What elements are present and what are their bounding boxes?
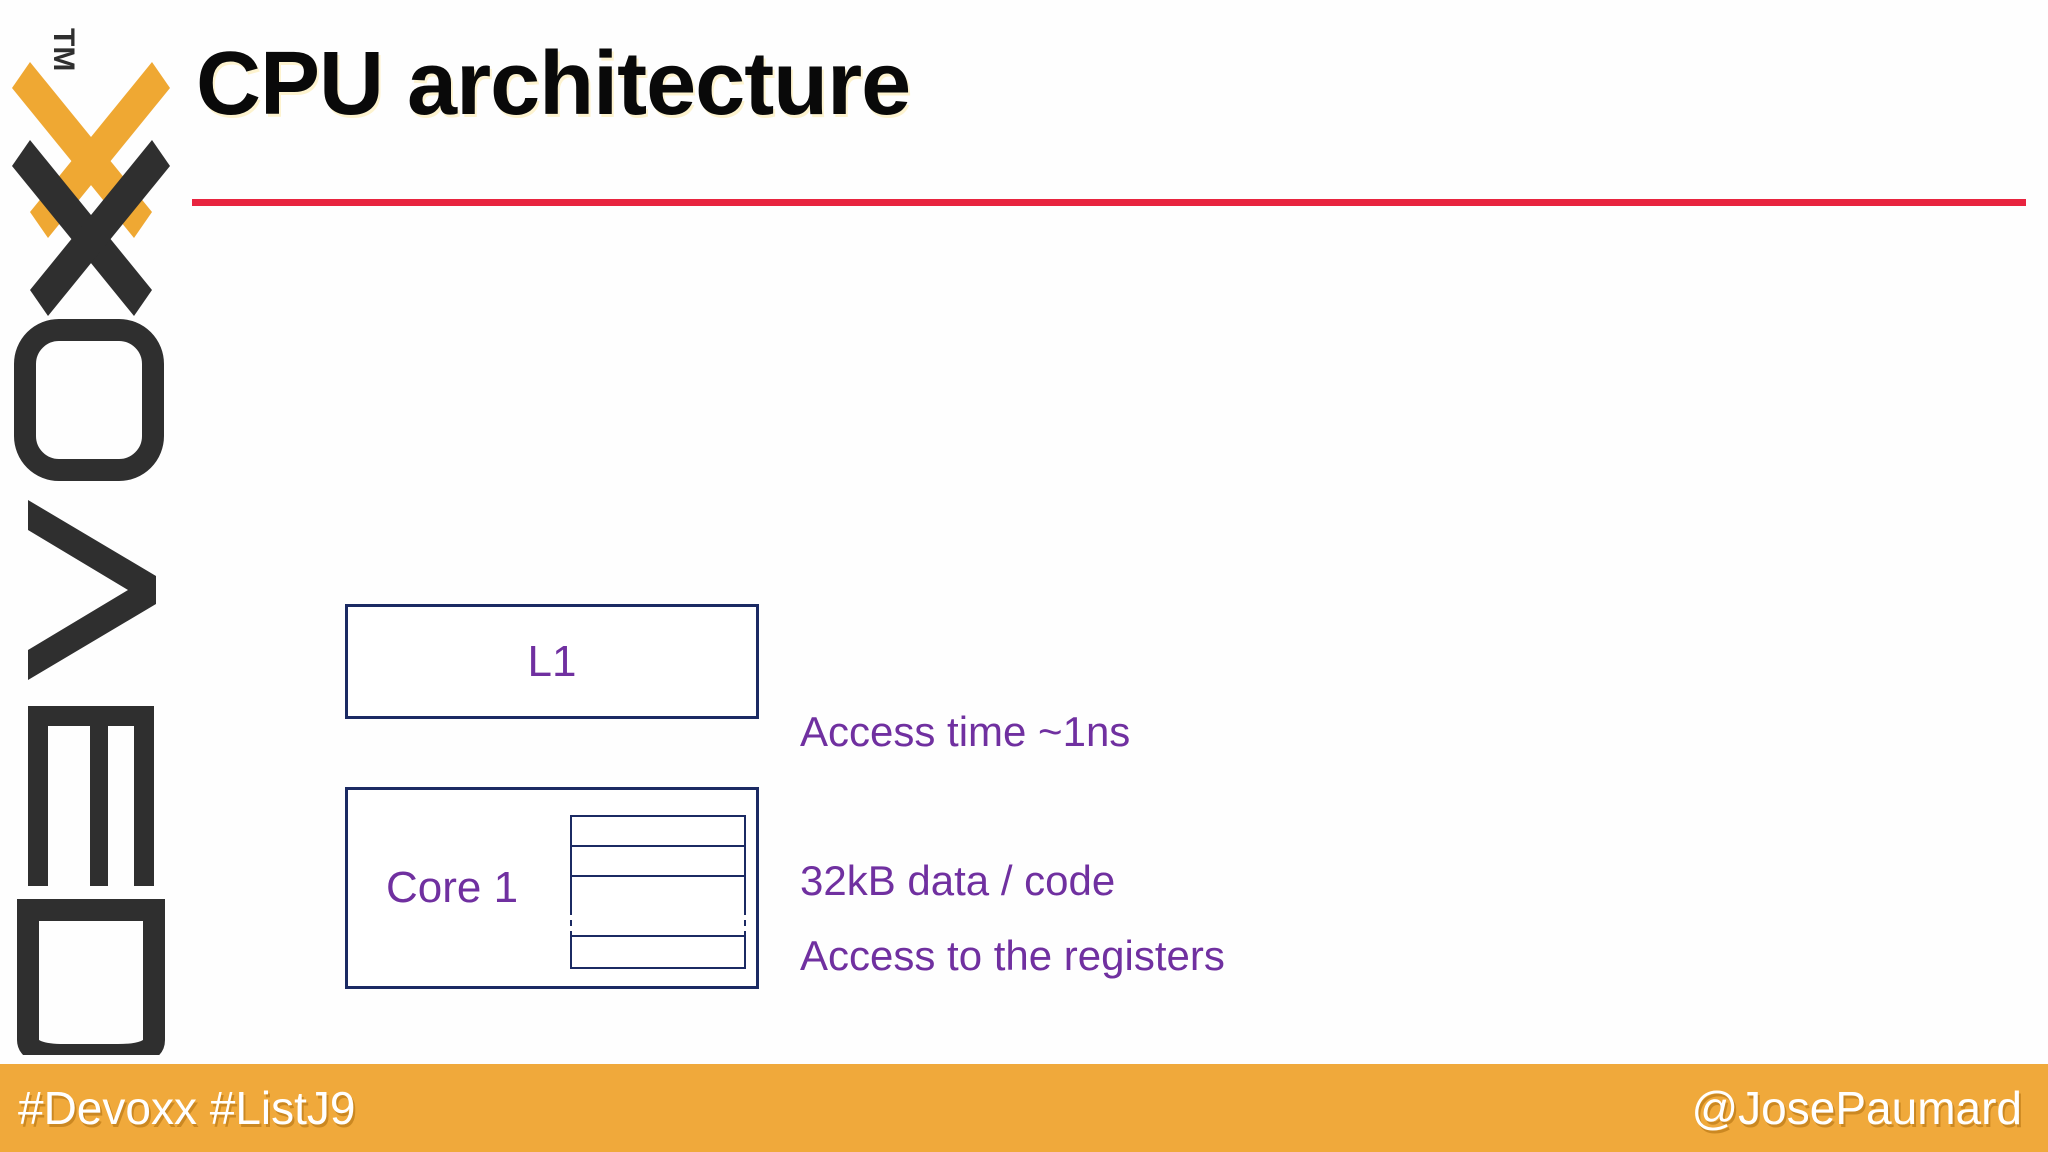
title-underline-rule — [192, 199, 2026, 206]
logo-letter-o-icon — [14, 319, 164, 481]
core-label: Core 1 — [386, 863, 519, 912]
footer-bar: #Devoxx #ListJ9 @JosePaumard — [0, 1064, 2048, 1152]
register-row — [570, 815, 746, 847]
l1-annotation-line1: Access time ~1ns — [800, 708, 1131, 756]
trademark-icon: TM — [47, 28, 80, 71]
l1-cache-box: L1 — [345, 604, 759, 719]
footer-hashtags: #Devoxx #ListJ9 — [18, 1082, 356, 1134]
register-row-elided — [570, 909, 746, 937]
page-title: CPU architecture — [196, 34, 911, 134]
footer-handle: @JosePaumard — [1691, 1082, 2022, 1134]
logo-x-lower-icon — [12, 140, 170, 316]
core-annotation-line1: Access to the registers — [800, 932, 1225, 980]
l1-cache-label: L1 — [527, 636, 577, 686]
core-box: Core 1 — [345, 787, 759, 989]
l1-annotation: Access time ~1ns 32kB data / code — [800, 608, 1130, 1004]
logo-letter-v-icon — [28, 500, 156, 680]
svg-text:TM: TM — [47, 28, 80, 71]
logo-letter-d-icon — [17, 899, 165, 1055]
l1-annotation-line2: 32kB data / code — [800, 856, 1116, 904]
register-row — [570, 875, 746, 911]
register-row — [570, 845, 746, 877]
logo-letter-e-icon — [28, 706, 154, 886]
register-stack — [570, 815, 746, 969]
register-row — [570, 935, 746, 969]
devoxx-logo: TM — [0, 0, 178, 1055]
